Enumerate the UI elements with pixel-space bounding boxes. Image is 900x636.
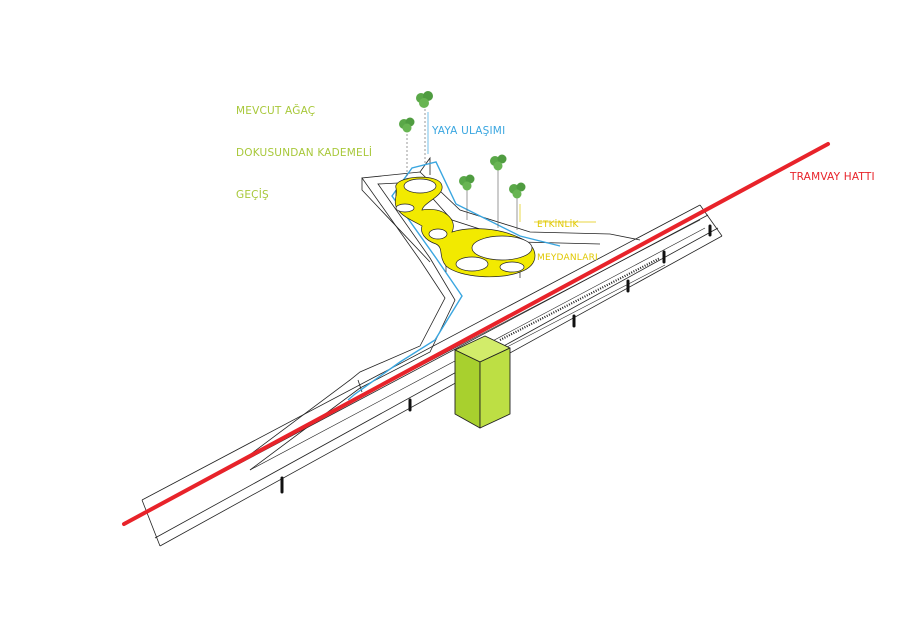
tram-line <box>122 142 830 526</box>
tree-transition-line-2: DOKUSUNDAN KADEMELİ <box>236 147 373 159</box>
trees <box>399 91 526 230</box>
label-leaders <box>427 112 596 223</box>
pedestrian-label: YAYA ULAŞIMI <box>432 125 506 137</box>
tree <box>399 117 415 180</box>
tree <box>490 154 507 228</box>
pedestrian-route-line <box>347 161 561 401</box>
bridge-deck <box>141 204 723 547</box>
event-plaza <box>394 176 536 278</box>
tree-transition-line-1: MEVCUT AĞAÇ <box>236 105 316 117</box>
tower-block <box>454 335 511 429</box>
events-line-2: MEYDANLARI <box>537 253 598 263</box>
tree-transition-label: MEVCUT AĞAÇ DOKUSUNDAN KADEMELİ GEÇİŞ <box>236 76 372 216</box>
tram-label: TRAMVAY HATTI <box>790 171 875 183</box>
tree <box>509 182 526 230</box>
events-line-1: ETKİNLİK <box>537 220 579 230</box>
tree <box>416 91 433 165</box>
events-label: ETKİNLİK MEYDANLARI <box>537 198 598 275</box>
tree <box>459 174 475 220</box>
tree-transition-line-3: GEÇİŞ <box>236 189 269 201</box>
bridge-piers <box>280 224 712 494</box>
